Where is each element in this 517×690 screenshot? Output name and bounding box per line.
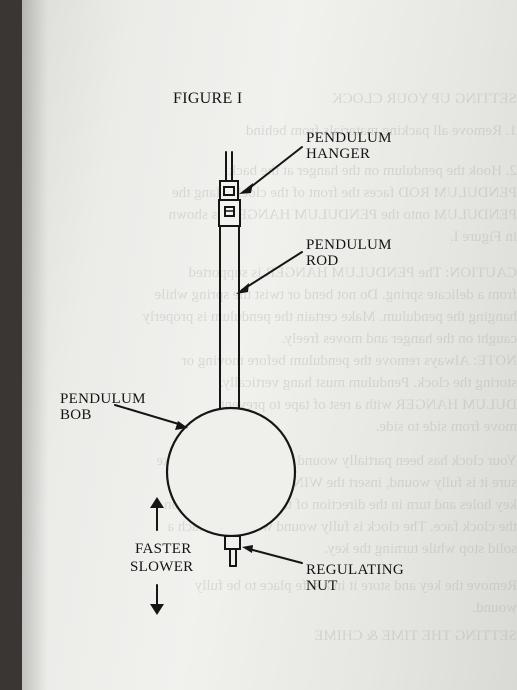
pendulum-rod-top — [218, 199, 241, 227]
manual-page: SETTING UP YOUR CLOCK 1. Remove all pack… — [22, 0, 517, 690]
regulating-nut — [224, 535, 241, 550]
label-faster: FASTER — [135, 541, 192, 557]
bob-arrow-icon — [175, 421, 188, 430]
label-pendulum-hanger-line1: PENDULUM — [306, 130, 392, 146]
rod-leader-line — [241, 251, 303, 291]
rod-arrow-icon — [236, 283, 249, 294]
nut-leader-line — [248, 548, 303, 564]
label-pendulum-rod-line1: PENDULUM — [306, 237, 392, 253]
faster-arrow-icon — [150, 497, 164, 508]
pendulum-hanger-clip — [219, 180, 239, 202]
label-regulating-nut-line1: REGULATING — [306, 562, 404, 578]
label-slower: SLOWER — [130, 559, 194, 575]
hanger-arrow-icon — [239, 183, 253, 194]
slower-arrow-icon — [150, 604, 164, 615]
label-pendulum-hanger-line2: HANGER — [306, 146, 371, 162]
nut-arrow-icon — [242, 545, 253, 553]
label-pendulum-bob-line2: BOB — [60, 407, 92, 423]
page-fold-shadow — [22, 0, 48, 690]
label-regulating-nut-line2: NUT — [306, 578, 338, 594]
figure-title: FIGURE I — [173, 90, 243, 107]
pendulum-hanger-slot — [223, 186, 235, 196]
bob-leader-line — [114, 404, 183, 426]
label-pendulum-bob-line1: PENDULUM — [60, 391, 146, 407]
hanger-leader-line — [246, 146, 303, 191]
label-pendulum-rod-line2: ROD — [306, 253, 339, 269]
